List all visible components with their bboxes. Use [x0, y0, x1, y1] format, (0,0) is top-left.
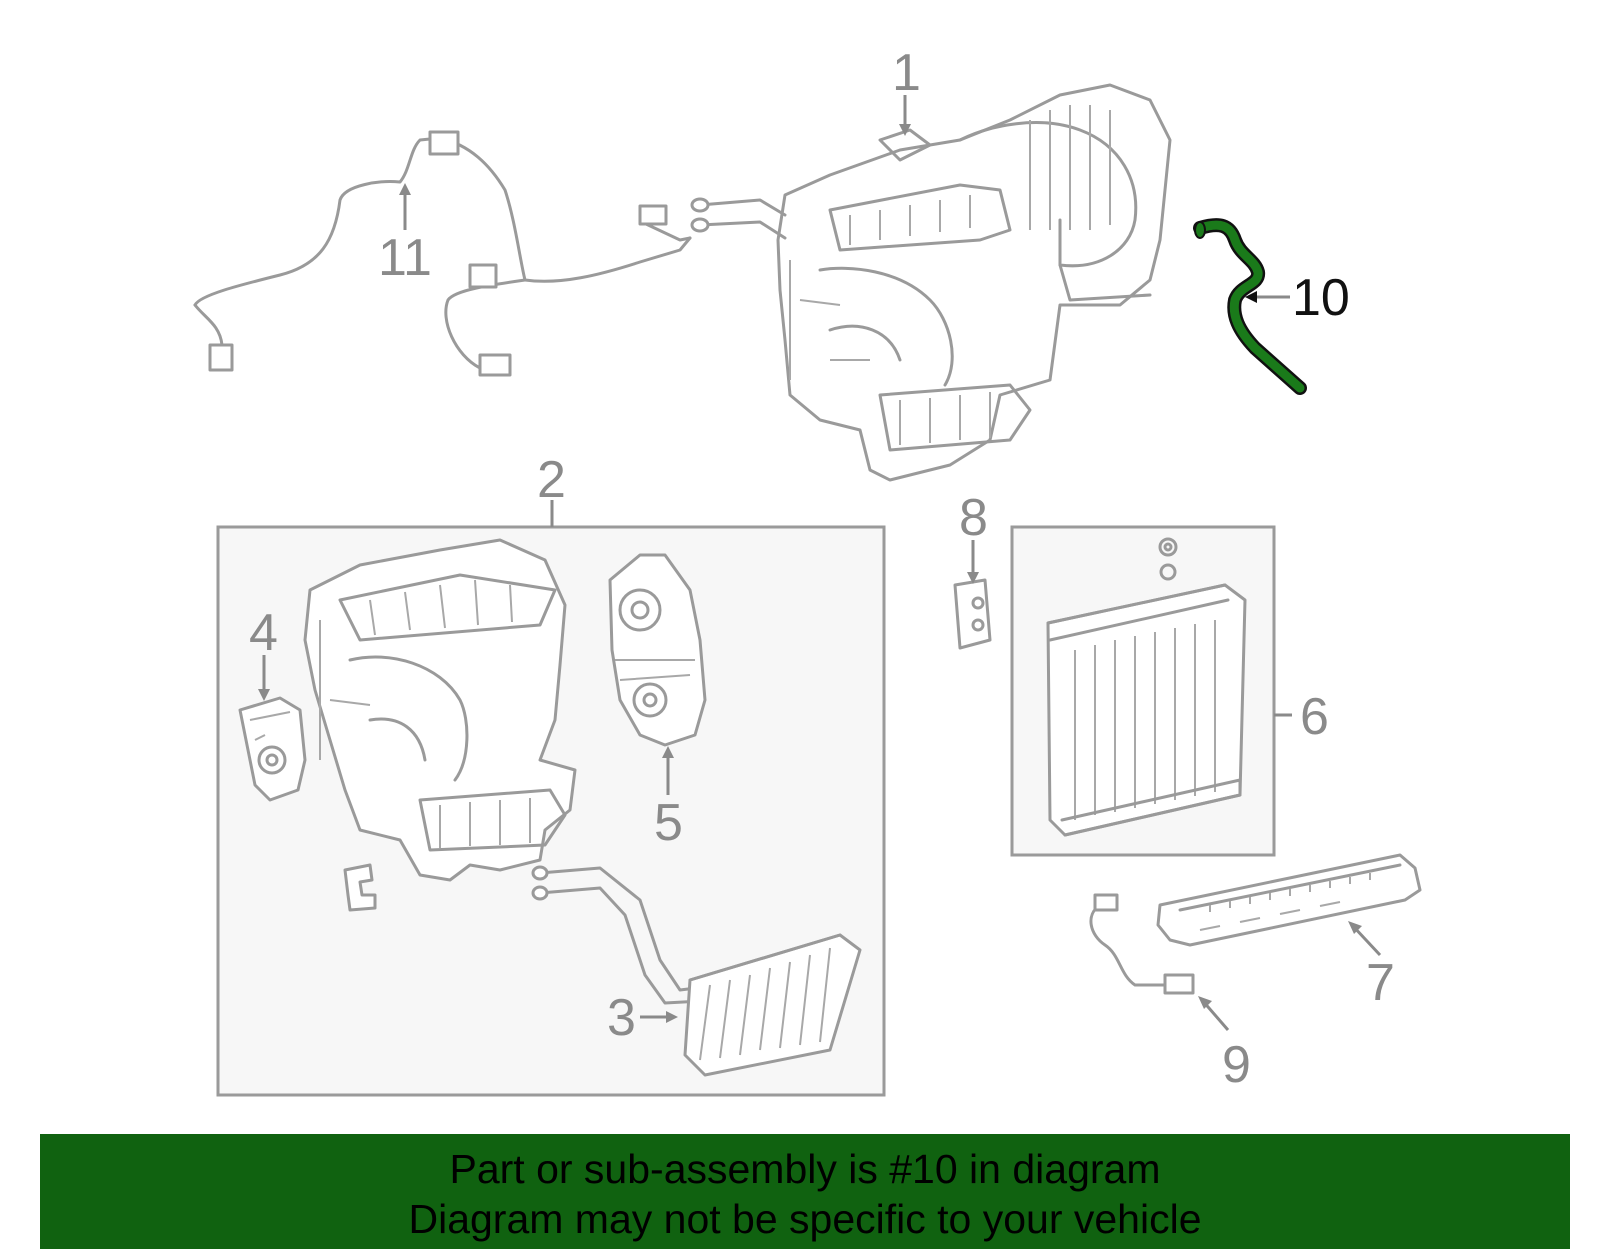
callout-9: 9 — [1222, 1036, 1251, 1094]
part-3-heater-core[interactable] — [531, 865, 862, 1077]
part-8-expansion-valve[interactable] — [953, 578, 992, 650]
banner-line-1: Part or sub-assembly is #10 in diagram — [449, 1146, 1161, 1192]
info-banner: Part or sub-assembly is #10 in diagram D… — [40, 1134, 1570, 1249]
part-6-evaporator[interactable] — [1046, 537, 1247, 837]
callout-7: 7 — [1366, 954, 1395, 1012]
callout-1: 1 — [892, 44, 921, 102]
callout-8: 8 — [959, 489, 988, 547]
callout-4: 4 — [249, 604, 278, 662]
callout-2: 2 — [537, 451, 566, 509]
callout-11: 11 — [378, 229, 432, 287]
part-9-thermistor[interactable] — [1089, 893, 1195, 995]
parts-diagram: 11 1 10 2 — [193, 44, 1422, 1097]
part-4-damper-motor[interactable] — [238, 696, 307, 802]
callout-5: 5 — [654, 794, 683, 852]
part-11-wire-harness[interactable] — [193, 130, 692, 377]
part-5-actuator[interactable] — [608, 553, 707, 747]
callout-6: 6 — [1300, 688, 1329, 746]
part-7-sensor-holder[interactable] — [1156, 853, 1422, 947]
part-2-case-assembly[interactable] — [303, 538, 577, 882]
banner-line-2: Diagram may not be specific to your vehi… — [408, 1196, 1202, 1242]
callout-10: 10 — [1292, 269, 1350, 327]
part-1-hvac-unit[interactable] — [690, 83, 1172, 482]
part-clip[interactable] — [343, 863, 377, 912]
callout-3: 3 — [607, 989, 636, 1047]
part-10-drain-hose[interactable] — [1193, 218, 1307, 395]
